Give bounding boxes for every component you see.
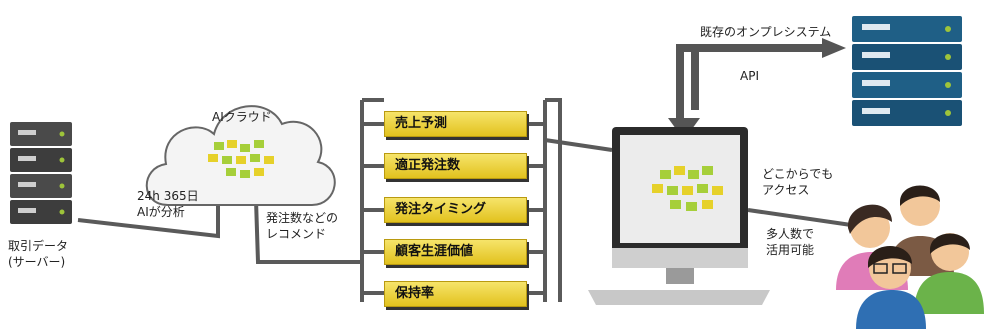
- output-bar-sales-forecast: 売上予測: [384, 111, 527, 137]
- user-glasses-icon: [856, 246, 926, 329]
- ai-cloud-label: AIクラウド: [212, 110, 272, 124]
- api-connector: [668, 38, 846, 140]
- ai-cloud-icon: [145, 105, 336, 206]
- multi-user-label: 多人数で 活用可能: [766, 227, 815, 257]
- output-bar-order-timing: 発注タイミング: [384, 197, 527, 223]
- monitor-to-users-line: [747, 208, 859, 228]
- output-bar-customer-lifetime-value: 顧客生涯価値: [384, 239, 527, 265]
- existing-system-server-icon: [852, 16, 962, 126]
- cloud-to-outputs-line: [254, 199, 362, 264]
- api-label: API: [740, 69, 759, 83]
- cube-cluster-icon: [208, 140, 274, 178]
- outputs-to-monitor-line: [544, 138, 613, 152]
- output-bar-optimal-order-qty: 適正発注数: [384, 153, 527, 179]
- output-bar-retention-rate: 保持率: [384, 281, 527, 307]
- access-anywhere-label: どこからでも アクセス: [762, 167, 834, 197]
- users-group-icon: [836, 185, 984, 329]
- server-to-cloud-label: 24h 365日 AIが分析: [137, 189, 199, 219]
- transaction-server-icon: [10, 122, 72, 224]
- existing-system-label: 既存のオンプレシステム: [700, 25, 832, 39]
- arrow-to-system-icon: [822, 38, 846, 58]
- transaction-data-label: 取引データ (サーバー): [8, 239, 69, 269]
- connector-lines: [77, 98, 859, 302]
- monitor-cube-cluster-icon: [652, 166, 723, 211]
- user-green-icon: [914, 233, 984, 314]
- monitor-icon: [588, 127, 770, 305]
- cloud-to-outputs-label: 発注数などの レコメンド: [266, 211, 339, 241]
